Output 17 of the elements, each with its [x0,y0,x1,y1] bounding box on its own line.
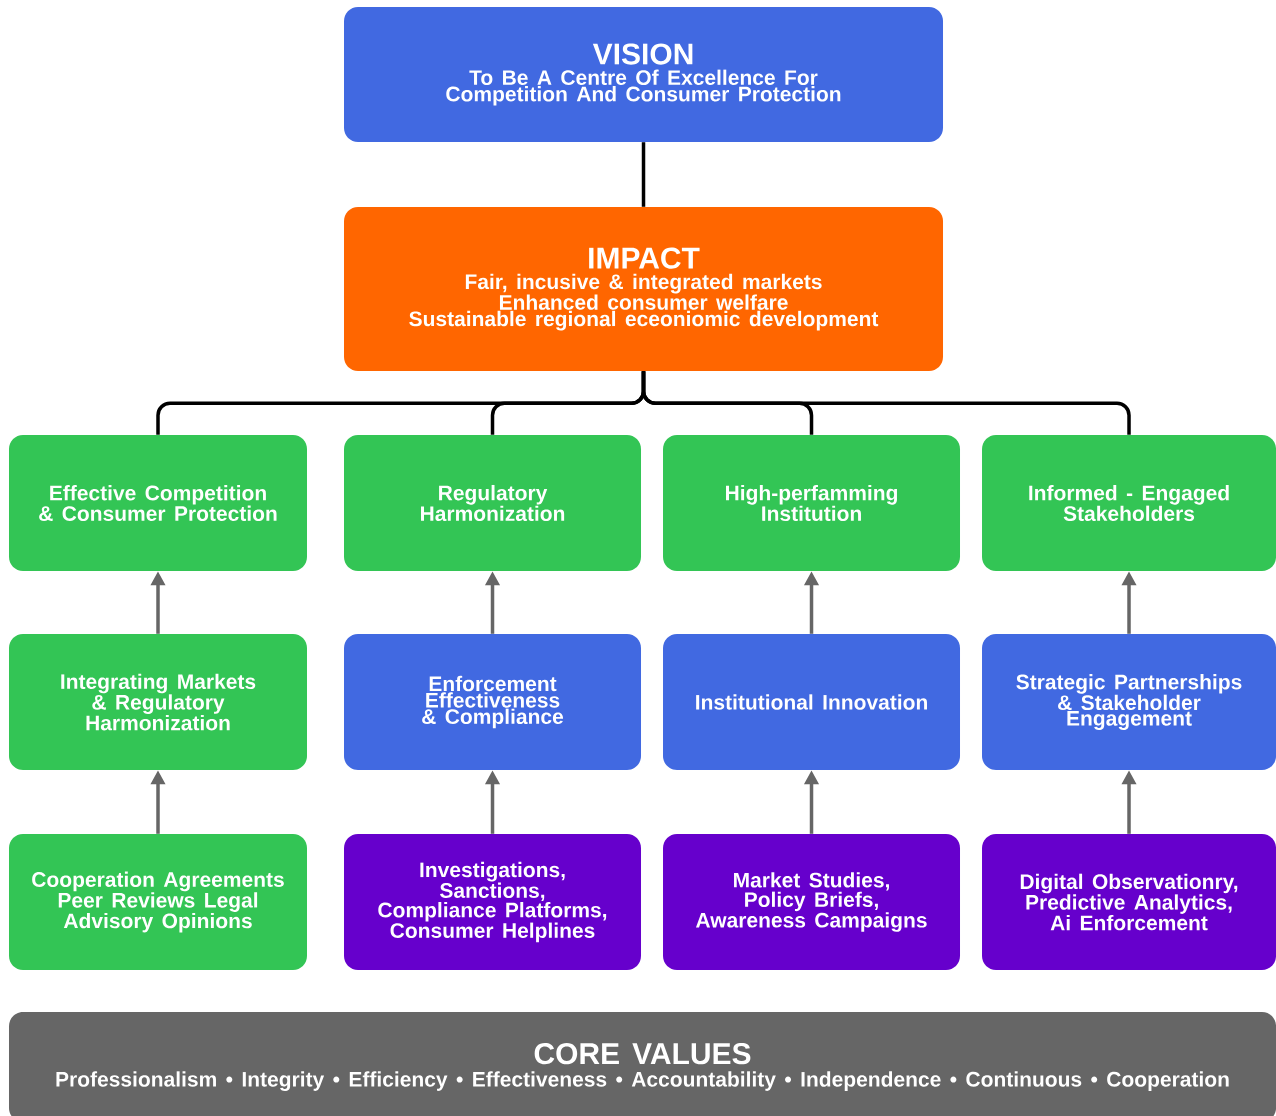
goal-box: Cooperation Agreements Peer Reviews Legal Advisory Opinions [9,834,307,970]
connector-line [641,371,1131,435]
goal-box: Integrating Markets & Regulatory Harmonization [9,634,307,770]
goal-box: Digital Observationry, Predictive Analytics, Ai Enforcement [982,834,1276,970]
goal-box: Enforcement Effectiveness & Compliance [344,634,641,770]
goal-box: Market Studies, Policy Briefs, Awareness Campaigns [663,834,960,970]
values-banner: CORE VALUES Professionalism • Integrity • Efficiency • Effectiveness • Accountability • Independence • Continuous • Cooperation [9,1012,1276,1116]
goal-box: Institutional Innovation [663,634,960,770]
goal-box: Regulatory Harmonization [344,435,641,571]
connector-line [641,142,646,207]
goal-box: Effective Competition & Consumer Protection [9,435,307,571]
goal-box: Informed - Engaged Stakeholders [982,435,1276,571]
statement-box: VISION To Be A Centre Of Excellence For Competition And Consumer Protection [344,7,943,142]
goal-box: Strategic Partnerships & Stakeholder Engagement [982,634,1276,770]
goal-box: High-perfamming Institution [663,435,960,571]
goal-box: Investigations, Sanctions, Compliance Platforms, Consumer Helplines [344,834,641,970]
statement-box: IMPACT Fair, incusive & integrated markets Enhanced consumer welfare Sustainable regional eceoniomic development [344,207,943,371]
